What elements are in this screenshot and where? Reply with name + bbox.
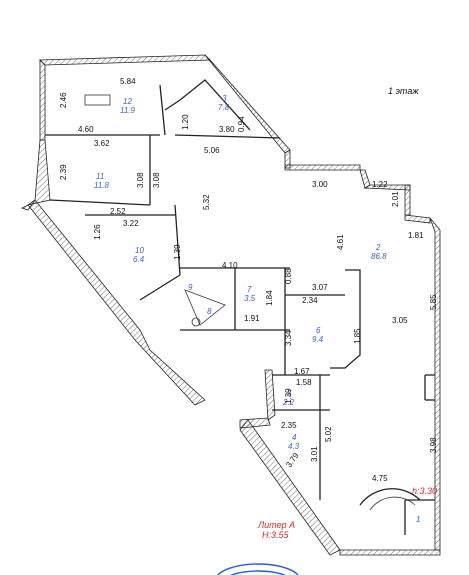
dimension-label: 4.61 — [336, 234, 345, 250]
dimension-label: 4.10 — [222, 261, 238, 270]
dimension-label: 1.81 — [408, 231, 424, 240]
dimension-label: 1.20 — [181, 114, 190, 130]
dimension-label: 3.79 — [284, 451, 301, 469]
room-number: 1 — [416, 515, 420, 524]
dimension-label: 1.91 — [244, 314, 260, 323]
dimension-label: 3.98 — [429, 437, 438, 453]
dimension-label: 4.75 — [372, 474, 388, 483]
room-area: 6.4 — [133, 255, 145, 264]
room-number: 5 — [287, 389, 292, 398]
dimension-label: 3.22 — [123, 219, 139, 228]
dimension-label: 1.39 — [173, 244, 182, 260]
room-number: 8 — [207, 307, 212, 316]
room-number: 6 — [316, 326, 321, 335]
litera-height: H:3.55 — [262, 530, 290, 540]
dimension-label: 1.67 — [294, 367, 310, 376]
room-number: 7 — [247, 285, 252, 294]
dimension-label: 3.80 — [219, 125, 235, 134]
dimension-label: 3.01 — [310, 446, 319, 462]
room-labels: 12 11.9 3 7.8 11 11.8 10 6.4 2 86.8 9 8 … — [94, 94, 420, 524]
dimension-label: 3.05 — [392, 316, 408, 325]
height-mark: h:3.30 — [412, 486, 437, 496]
dimension-label: 1.84 — [265, 290, 274, 306]
room-number: 2 — [375, 243, 381, 252]
room-area: 3.5 — [244, 294, 256, 303]
outer-walls — [20, 54, 441, 556]
dimension-label: 2.52 — [110, 207, 126, 216]
dimension-label: 2.35 — [281, 421, 297, 430]
dimension-label: 2.39 — [59, 164, 68, 180]
litera-name: Литер А — [257, 520, 295, 530]
dimension-label: 1.58 — [296, 378, 312, 387]
dimension-label: 2.46 — [59, 92, 68, 108]
dimension-label: 5.84 — [120, 77, 136, 86]
dimension-label: 1.26 — [93, 224, 102, 240]
room-area: 9.4 — [312, 335, 324, 344]
room-number: 11 — [96, 172, 104, 181]
room-number: 12 — [123, 97, 132, 106]
room-number: 9 — [188, 283, 193, 292]
dimension-label: 1.22 — [372, 180, 388, 189]
room-area: 11.8 — [94, 181, 110, 190]
dimension-label: 3.62 — [94, 139, 110, 148]
dimension-label: 3.08 — [136, 172, 145, 188]
dimension-label: 5.32 — [202, 194, 211, 210]
dimension-label: 3.07 — [312, 283, 328, 292]
dimension-label: 0.94 — [237, 116, 246, 132]
dimension-label: 2.01 — [391, 191, 400, 207]
room-number: 3 — [222, 94, 227, 103]
room-number: 10 — [135, 246, 144, 255]
dimension-label: 3.34 — [284, 330, 293, 346]
inner-walls — [45, 79, 435, 535]
room-number: 4 — [292, 433, 297, 442]
dimension-label: 2.34 — [302, 296, 318, 305]
room-area: 86.8 — [371, 252, 387, 261]
floor-label: 1 этаж — [388, 86, 419, 96]
stamp — [217, 563, 299, 575]
dimension-label: 5.02 — [324, 426, 333, 442]
dimension-label: 0.88 — [284, 268, 293, 284]
room-area: 2.2 — [282, 398, 295, 407]
dimension-label: 3.08 — [152, 172, 161, 188]
dimension-label: 5.85 — [429, 294, 438, 310]
dimension-label: 5.06 — [204, 146, 220, 155]
dimension-label: 3.00 — [312, 180, 328, 189]
room-area: 7.8 — [218, 103, 230, 112]
room-area: 11.9 — [120, 106, 136, 115]
dimension-label: 4.60 — [78, 125, 94, 134]
dimension-label: 1.85 — [353, 328, 362, 344]
room-area: 4.3 — [288, 442, 300, 451]
dimension-label: 1.39 — [284, 388, 293, 404]
